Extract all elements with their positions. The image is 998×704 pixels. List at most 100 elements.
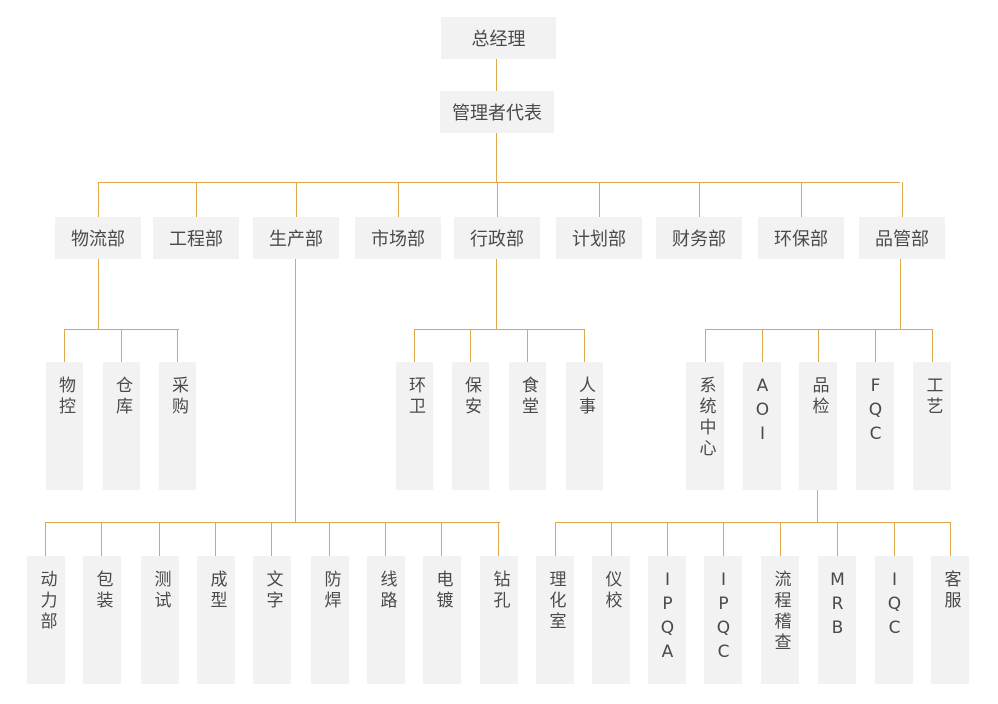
quality-sub-node-label: AOI — [752, 376, 773, 448]
connector-line — [329, 522, 330, 556]
connector-line — [705, 329, 706, 362]
production-sub-node-label: 线路 — [376, 570, 397, 612]
quality-sub-node-label: FQC — [865, 376, 886, 448]
inspection-sub-node-label: IPQA — [657, 570, 678, 666]
connector-line — [470, 329, 471, 362]
connector-line — [296, 182, 297, 217]
production-sub-node-label: 包装 — [92, 570, 113, 612]
connector-line — [527, 329, 528, 362]
production-sub-node-label: 电镀 — [432, 570, 453, 612]
production-sub-node-label: 动力部 — [36, 570, 57, 633]
logistics-sub-node: 物控 — [46, 362, 83, 490]
connector-line — [817, 490, 818, 522]
connector-line — [496, 59, 497, 91]
production-sub-node: 钻孔 — [480, 556, 518, 684]
quality-sub-node-label: 工艺 — [922, 376, 943, 418]
connector-line — [98, 182, 99, 217]
inspection-sub-node: 客服 — [931, 556, 969, 684]
quality-sub-node: 工艺 — [913, 362, 951, 490]
connector-line — [902, 182, 903, 217]
quality-sub-node-label: 品检 — [808, 376, 829, 418]
connector-line — [98, 259, 99, 329]
inspection-sub-node-label: IQC — [884, 570, 905, 642]
production-sub-node: 成型 — [197, 556, 235, 684]
department-node: 物流部 — [55, 217, 141, 259]
connector-line — [875, 329, 876, 362]
production-sub-node: 线路 — [367, 556, 405, 684]
admin-sub-node-label: 环卫 — [405, 376, 425, 418]
quality-sub-node: FQC — [856, 362, 894, 490]
inspection-sub-node-label: 仪校 — [601, 570, 622, 612]
department-node: 计划部 — [556, 217, 642, 259]
connector-line — [385, 522, 386, 556]
connector-line — [837, 522, 838, 556]
production-sub-node: 电镀 — [423, 556, 461, 684]
inspection-sub-node: IPQA — [648, 556, 686, 684]
connector-line — [900, 259, 901, 329]
logistics-sub-node-label: 仓库 — [112, 376, 132, 418]
connector-line — [414, 329, 584, 330]
connector-line — [780, 522, 781, 556]
connector-line — [950, 522, 951, 556]
connector-line — [667, 522, 668, 556]
connector-line — [159, 522, 160, 556]
connector-line — [762, 329, 763, 362]
inspection-sub-node: MRB — [818, 556, 856, 684]
department-node: 行政部 — [454, 217, 540, 259]
connector-line — [441, 522, 442, 556]
production-sub-node-label: 防焊 — [320, 570, 341, 612]
quality-sub-node-label: 系统中心 — [695, 376, 716, 460]
department-node: 市场部 — [355, 217, 441, 259]
connector-line — [215, 522, 216, 556]
logistics-sub-node: 采购 — [159, 362, 196, 490]
connector-line — [196, 182, 197, 217]
inspection-sub-node-label: IPQC — [713, 570, 734, 666]
connector-line — [699, 182, 700, 217]
department-node: 工程部 — [153, 217, 239, 259]
inspection-sub-node: 理化室 — [536, 556, 574, 684]
inspection-sub-node: IPQC — [704, 556, 742, 684]
connector-line — [99, 182, 900, 183]
admin-sub-node-label: 保安 — [461, 376, 481, 418]
connector-line — [498, 522, 499, 556]
connector-line — [45, 522, 46, 556]
production-sub-node-label: 钻孔 — [489, 570, 510, 612]
admin-sub-node: 保安 — [452, 362, 489, 490]
connector-line — [496, 259, 497, 329]
connector-line — [894, 522, 895, 556]
production-sub-node-label: 测试 — [150, 570, 171, 612]
connector-line — [121, 329, 122, 362]
connector-line — [64, 329, 65, 362]
logistics-sub-node: 仓库 — [103, 362, 140, 490]
inspection-sub-node: IQC — [875, 556, 913, 684]
connector-line — [611, 522, 612, 556]
connector-line — [801, 182, 802, 217]
quality-sub-node: 品检 — [799, 362, 837, 490]
connector-line — [45, 522, 500, 523]
node-management-representative: 管理者代表 — [440, 91, 554, 133]
quality-sub-node: 系统中心 — [686, 362, 724, 490]
connector-line — [271, 522, 272, 556]
quality-sub-node: AOI — [743, 362, 781, 490]
admin-sub-node: 食堂 — [509, 362, 546, 490]
connector-line — [101, 522, 102, 556]
admin-sub-node-label: 食堂 — [518, 376, 538, 418]
production-sub-node: 动力部 — [27, 556, 65, 684]
inspection-sub-node: 仪校 — [592, 556, 630, 684]
inspection-sub-node: 流程稽查 — [761, 556, 799, 684]
connector-line — [496, 133, 497, 183]
production-sub-node: 包装 — [83, 556, 121, 684]
connector-line — [818, 329, 819, 362]
logistics-sub-node-label: 物控 — [55, 376, 75, 418]
production-sub-node-label: 文字 — [262, 570, 283, 612]
connector-line — [932, 329, 933, 362]
department-node: 财务部 — [656, 217, 742, 259]
connector-line — [497, 182, 498, 217]
connector-line — [723, 522, 724, 556]
connector-line — [177, 329, 178, 362]
inspection-sub-node-label: MRB — [827, 570, 848, 642]
production-sub-node-label: 成型 — [206, 570, 227, 612]
production-sub-node: 防焊 — [311, 556, 349, 684]
production-sub-node: 测试 — [141, 556, 179, 684]
